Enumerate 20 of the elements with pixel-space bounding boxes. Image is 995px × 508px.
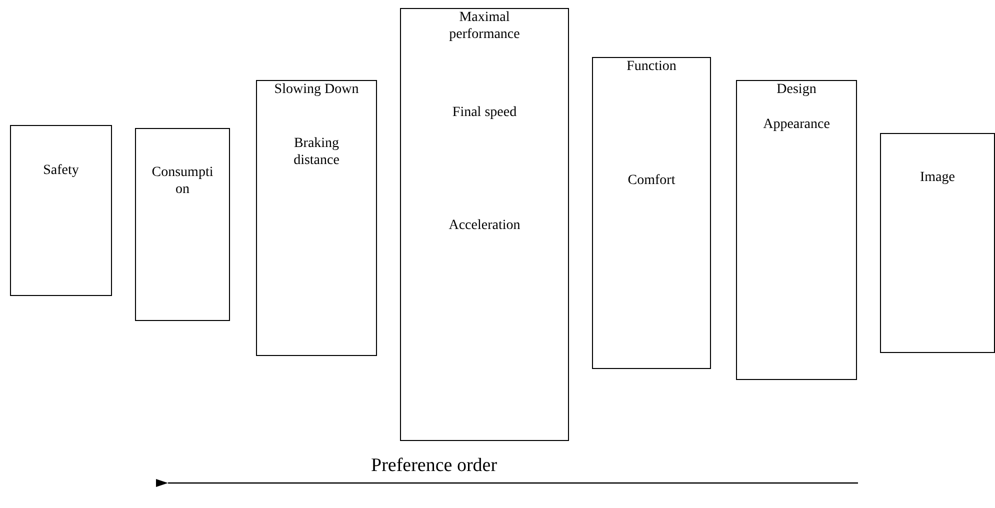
attribute-label: Image <box>919 169 956 186</box>
attribute-label: Appearance <box>762 116 831 133</box>
attribute-box <box>135 128 230 321</box>
category-box <box>256 80 377 356</box>
category-box <box>736 80 857 380</box>
attribute-box <box>880 133 995 353</box>
category-heading: Maximal performance <box>448 9 521 43</box>
category-heading: Function <box>626 58 678 75</box>
attribute-label: Consumpti on <box>150 164 214 198</box>
attribute-label: Safety <box>42 162 80 179</box>
attribute-label: Final speed <box>451 104 518 121</box>
attribute-label: Braking distance <box>292 135 340 169</box>
attribute-label: Comfort <box>626 172 676 189</box>
attribute-box <box>10 125 112 296</box>
category-box <box>400 8 569 441</box>
category-box <box>592 57 711 369</box>
axis-label: Preference order <box>371 455 498 477</box>
attribute-label: Acceleration <box>448 217 522 234</box>
category-heading: Slowing Down <box>273 81 360 98</box>
category-heading: Design <box>776 81 818 98</box>
